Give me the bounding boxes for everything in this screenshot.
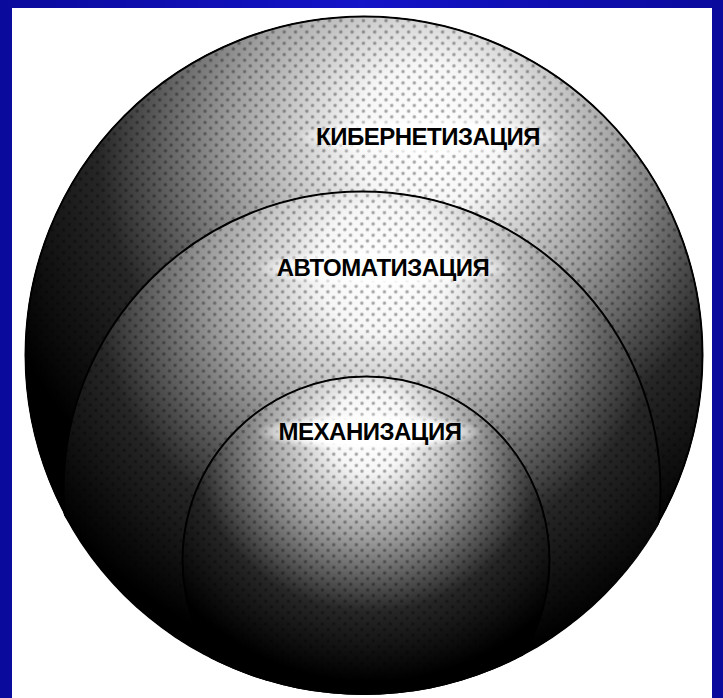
- sphere-region: АВТОМАТИЗАЦИЯ МЕХАНИЗАЦИЯ: [62, 190, 662, 695]
- stage-label: КИБЕРНЕТИЗАЦИЯ: [294, 118, 562, 156]
- sphere-outline: [183, 377, 550, 696]
- sphere-fill: [182, 376, 550, 695]
- stage-label: МЕХАНИЗАЦИЯ: [257, 413, 484, 451]
- halftone-dots: [182, 376, 550, 695]
- halftone-dots: [63, 191, 661, 695]
- stage-label: АВТОМАТИЗАЦИЯ: [255, 249, 511, 287]
- sphere-region: МЕХАНИЗАЦИЯ: [181, 375, 551, 695]
- sphere-fill: [63, 191, 661, 695]
- sphere-region: КИБЕРНЕТИЗАЦИЯ АВТОМАТИЗАЦИЯ МЕХАНИЗАЦИЯ: [24, 15, 704, 695]
- sphere-outline: [64, 192, 661, 696]
